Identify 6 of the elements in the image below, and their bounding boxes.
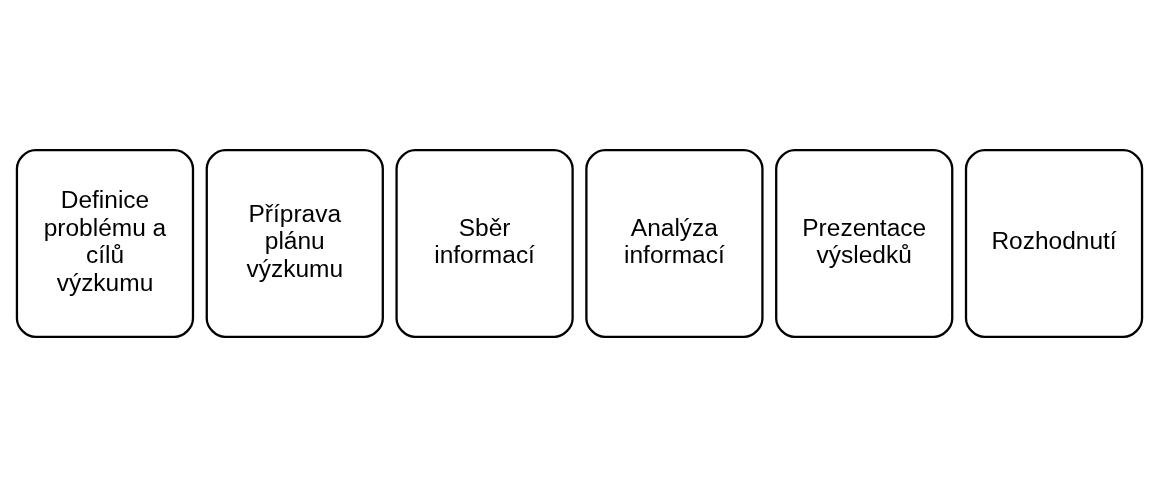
node-box: Rozhodnutí (964, 148, 1144, 338)
node-box: Sběr informací (395, 148, 574, 338)
node-box: Příprava plánu výzkumu (205, 148, 384, 338)
node-box: Definice problému a cílů výzkumu (15, 148, 195, 338)
node-box: Prezentace výsledků (775, 148, 954, 338)
node-box: Analýza informací (585, 148, 764, 338)
